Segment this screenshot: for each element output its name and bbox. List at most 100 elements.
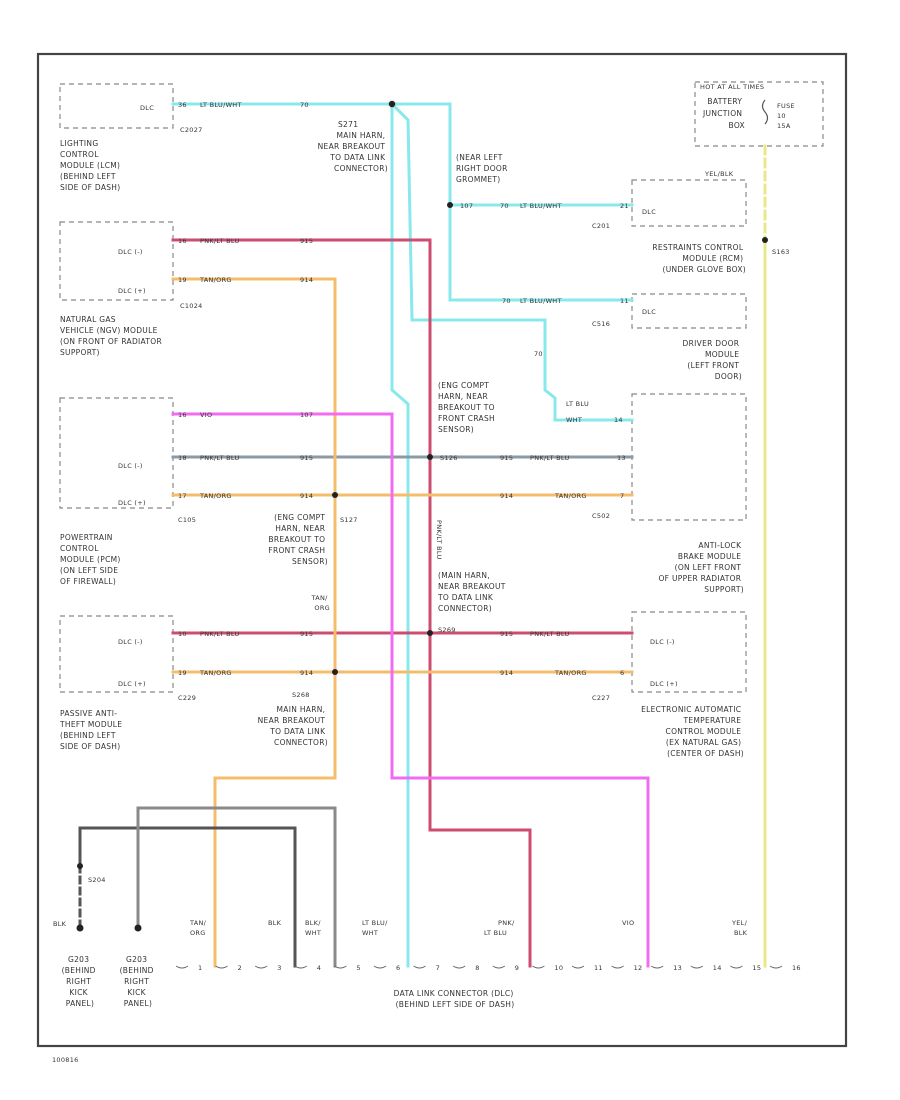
ngv-pin2-label: DLC (+) [118, 287, 146, 295]
dlc-pin-arc [254, 965, 268, 969]
dlc-pin-number: 12 [634, 964, 643, 972]
ddm-conn: C516 [592, 320, 610, 328]
lighting-pin-label: DLC [140, 104, 154, 112]
ground-blk-label: BLK [53, 920, 67, 928]
lighting-conn-label: C2027 [180, 126, 203, 134]
g203-label-a: G203 (BEHIND RIGHT KICK PANEL) [62, 955, 99, 1008]
s269-label: (MAIN HARN, NEAR BREAKOUT TO DATA LINK C… [437, 571, 508, 613]
s126-label: (ENG COMPT HARN, NEAR BREAKOUT TO FRONT … [438, 381, 498, 434]
abs-lt-blu-label: LT BLU [566, 400, 589, 408]
pcm-tan-circuit: 17 [178, 492, 187, 500]
s271-id: S271 [338, 120, 358, 129]
dlc-pin-number: 7 [436, 964, 440, 972]
dlc-pin-arc [690, 965, 704, 969]
wire-blk-ground [78, 826, 297, 968]
s127-id: S127 [340, 516, 358, 524]
s126-id: S126 [440, 454, 458, 462]
ddm-module-box [631, 293, 747, 329]
dlc-pin-number: 14 [713, 964, 722, 972]
splice-s163 [762, 237, 768, 243]
splice-s126 [427, 454, 433, 460]
dlc-pin-arc [294, 965, 308, 969]
ngv-pin1-label: DLC (-) [118, 248, 143, 256]
dlc-label-pnk-lt-blu: PNK/ LT BLU [484, 919, 517, 937]
ngv-pnk-label: PNK/LT BLU [200, 237, 240, 245]
wire-tan-org-ngv [171, 277, 337, 968]
rcm-wire-label: YEL/BLK [704, 170, 734, 178]
wire-pnk-lt-blu [171, 238, 532, 968]
dlc-label-lt-blu-wht: LT BLU/ WHT [362, 919, 390, 937]
wire-lt-blu-wht [171, 102, 634, 207]
abs-pin-14: 14 [614, 416, 623, 424]
eatc-module-box [631, 611, 747, 693]
pcm-pnk-num: 915 [300, 454, 313, 462]
ddm-label: DRIVER DOOR MODULE (LEFT FRONT DOOR) [683, 339, 742, 381]
pats-pnk-num: 915 [300, 630, 313, 638]
dlc-pin-number: 5 [356, 964, 360, 972]
rcm-circuit: 107 [460, 202, 473, 210]
abs-wht-label: WHT [566, 416, 582, 424]
splice-s204 [77, 863, 83, 869]
pcm-tan-num: 914 [300, 492, 313, 500]
dlc-pin-number: 2 [238, 964, 242, 972]
dlc-title: DATA LINK CONNECTOR (DLC) (BEHIND LEFT S… [394, 989, 517, 1009]
eatc-r-6: 6 [620, 669, 624, 677]
ddm-pin: DLC [642, 308, 656, 316]
lighting-circuit-70: 36 [178, 101, 187, 109]
ddm-pin-num: 11 [620, 297, 629, 305]
wire-lt-blu-abs [389, 101, 634, 422]
dlc-label-vio: VIO [622, 919, 634, 927]
pats-pnk-circuit: 10 [178, 630, 187, 638]
g203-label-b: G203 (BEHIND RIGHT KICK PANEL) [120, 955, 157, 1008]
dlc-pin-arc [769, 965, 783, 969]
dlc-pin-number: 13 [673, 964, 682, 972]
ground-g203-b [134, 924, 142, 932]
pcm-pnk-circuit: 18 [178, 454, 187, 462]
dlc-pin-arc [611, 965, 624, 969]
pcm-r-13: 13 [617, 454, 626, 462]
lighting-wire-label: LT BLU/WHT [200, 101, 242, 109]
pcm-r-7: 7 [620, 492, 624, 500]
dlc-pin-number: 4 [317, 964, 321, 972]
s268-id: S268 [292, 691, 310, 699]
dlc-pin-number: 1 [198, 964, 202, 972]
abs-module-box [631, 393, 747, 521]
lighting-wire-circuit: 70 [300, 101, 309, 109]
eatc-r-915: 915 [500, 630, 513, 638]
dlc-label-tan-org: TAN/ ORG [189, 919, 209, 937]
eatc-label: ELECTRONIC AUTOMATIC TEMPERATURE CONTROL… [641, 705, 744, 758]
rcm-pin: DLC [642, 208, 656, 216]
lighting-module-box [59, 83, 174, 129]
battery-junction-box [694, 81, 824, 147]
dlc-pin-arc [452, 965, 466, 969]
wire-blk-wht [136, 806, 337, 968]
wire-vio [171, 412, 650, 968]
pcm-module-box [59, 397, 174, 509]
fuse-icon [761, 99, 769, 125]
pats-label: PASSIVE ANTI- THEFT MODULE (BEHIND LEFT … [59, 709, 125, 751]
tan-org-splice-label: TAN/ ORG [310, 594, 330, 612]
pnk-vertical-label: PNK/LT BLU [435, 520, 443, 560]
ngv-conn-label: C1024 [180, 302, 203, 310]
diagram-frame [36, 52, 848, 1048]
pats-pnk-label: PNK/LT BLU [200, 630, 240, 638]
ngv-tan-circuit: 19 [178, 276, 187, 284]
rcm-conn: C201 [592, 222, 610, 230]
pats-tan-label: TAN/ORG [199, 669, 232, 677]
pcm-r-914: 914 [500, 492, 513, 500]
splice-grommet [447, 202, 453, 208]
pats-pin1: DLC (-) [118, 638, 143, 646]
dlc-label-blk: BLK [268, 919, 282, 927]
dlc-pin-arc [413, 965, 426, 969]
eatc-r-914: 914 [500, 669, 513, 677]
eatc-pin2: DLC (+) [650, 680, 678, 688]
ground-g203-a [76, 924, 84, 932]
dlc-pin-number: 3 [277, 964, 281, 972]
pcm-label: POWERTRAIN CONTROL MODULE (PCM) (ON LEFT… [60, 533, 123, 586]
dlc-pin-number: 16 [792, 964, 801, 972]
pcm-pnk-label: PNK/LT BLU [200, 454, 240, 462]
pats-tan-num: 914 [300, 669, 313, 677]
ngv-tan-num: 914 [300, 276, 313, 284]
pcm-vio-num: 107 [300, 411, 313, 419]
